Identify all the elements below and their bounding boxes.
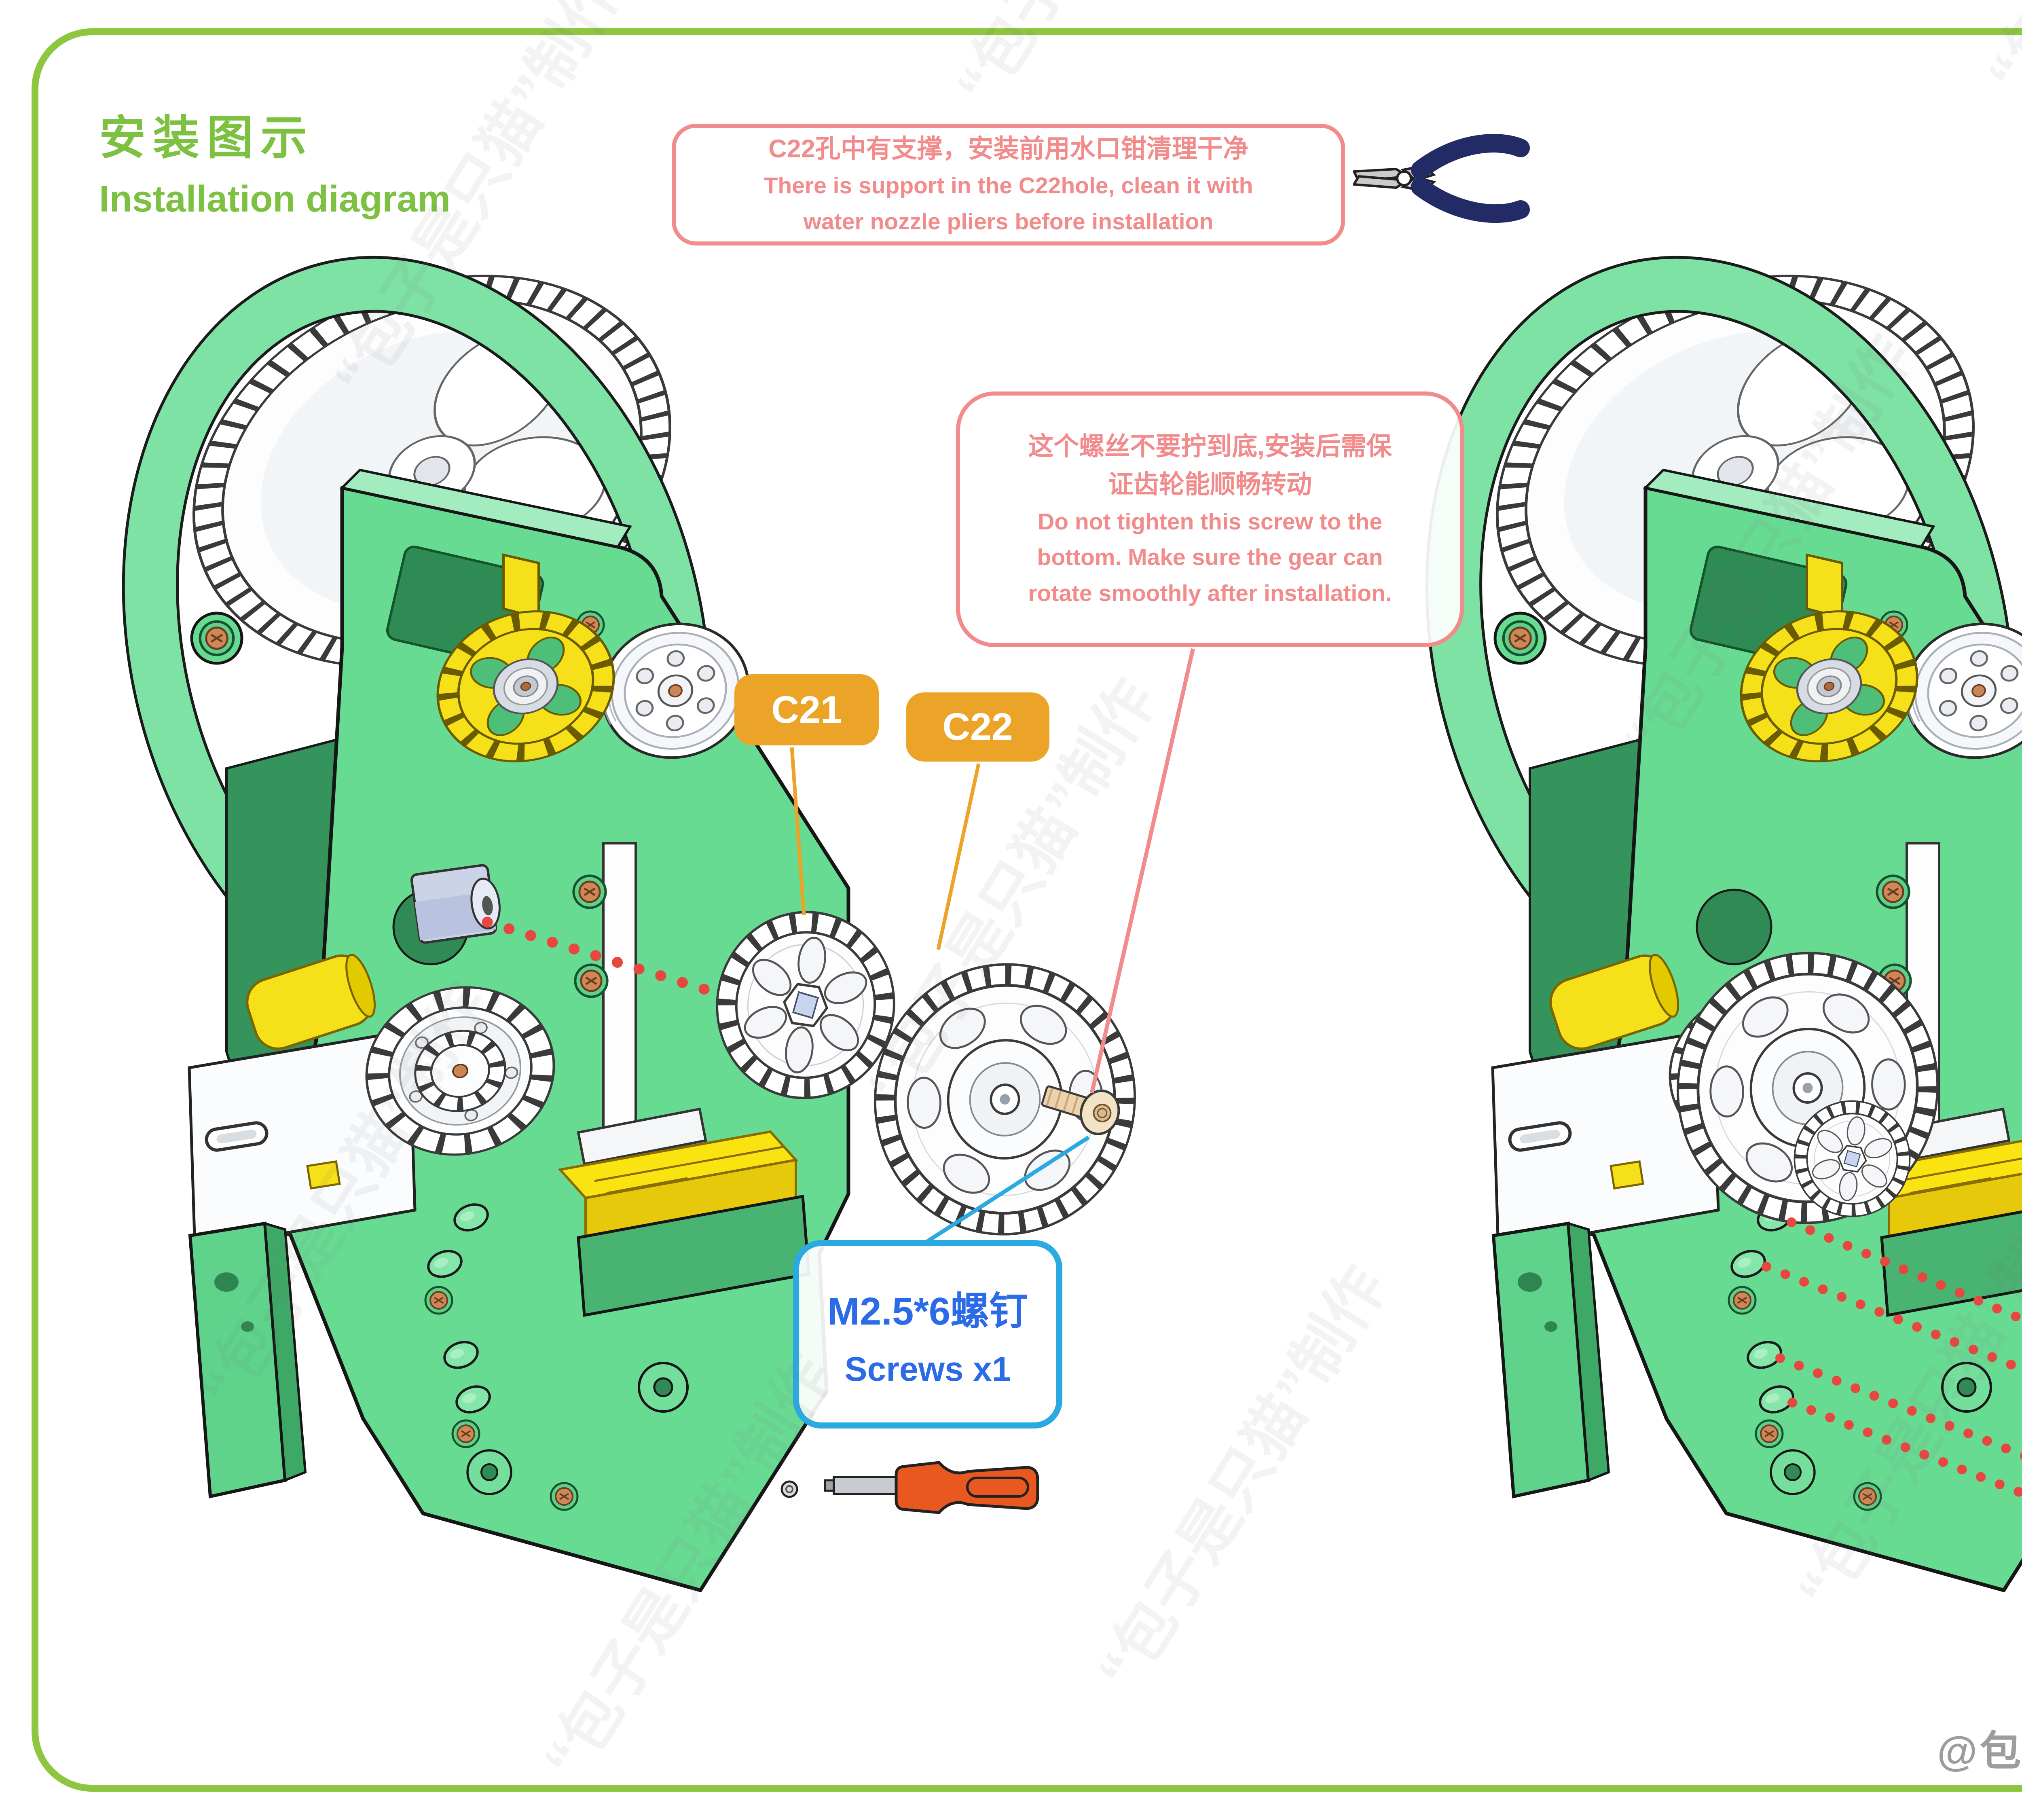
machine-exploded-view bbox=[44, 195, 1156, 1590]
author-credit: @包子是只猫 bbox=[1937, 1728, 2022, 1774]
c22-note-english-1: There is support in the C22hole, clean i… bbox=[764, 173, 1253, 199]
screws-callout-english: Screws x1 bbox=[844, 1350, 1011, 1388]
c22-note-english-2: water nozzle pliers before installation bbox=[803, 208, 1214, 235]
title-english: Installation diagram bbox=[99, 178, 451, 220]
screws-callout-chinese: M2.5*6螺钉 bbox=[827, 1290, 1028, 1333]
screws-callout: M2.5*6螺钉 Screws x1 bbox=[793, 1240, 1062, 1428]
hex-shaft bbox=[410, 864, 501, 944]
screw-note-english-3: rotate smoothly after installation. bbox=[1028, 580, 1392, 606]
c26-dotted-guides bbox=[1762, 1217, 2022, 1498]
screw-note-chinese-2: 证齿轮能顺畅转动 bbox=[1108, 470, 1312, 499]
machine-assembled-view bbox=[1348, 195, 2022, 1610]
part-label-c21: C21 bbox=[734, 674, 879, 745]
screw-note-chinese-1: 这个螺丝不要拧到底,安装后需保 bbox=[1028, 432, 1392, 461]
leader-lines bbox=[790, 648, 1195, 1244]
screw-note-english-2: bottom. Make sure the gear can bbox=[1037, 544, 1383, 571]
water-nozzle-pliers-icon bbox=[1353, 134, 1530, 223]
c22-note-chinese: C22孔中有支撑，安装前用水口钳清理干净 bbox=[768, 134, 1248, 163]
part-label-c22: C22 bbox=[906, 692, 1049, 762]
screwdriver-icon bbox=[780, 1461, 1039, 1514]
screw-note-english-1: Do not tighten this screw to the bbox=[1038, 508, 1382, 535]
screw-tightening-note: 这个螺丝不要拧到底,安装后需保 证齿轮能顺畅转动 Do not tighten … bbox=[956, 392, 1464, 647]
page-title: 安装图示 Installation diagram bbox=[99, 100, 451, 220]
c22-hole-note: C22孔中有支撑，安装前用水口钳清理干净 There is support in… bbox=[672, 124, 1345, 245]
title-chinese: 安装图示 bbox=[99, 112, 315, 164]
